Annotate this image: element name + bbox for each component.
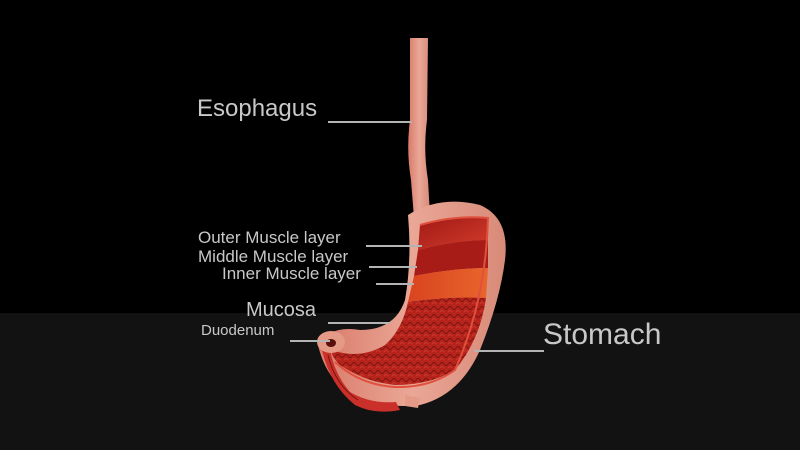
duodenum-opening [317,331,345,353]
leader-stomach [474,350,544,352]
leader-duodenum [290,340,330,342]
label-stomach: Stomach [543,318,662,351]
cutaway-layers [331,216,490,389]
background-upper [0,0,800,313]
label-inner-muscle: Inner Muscle layer [222,264,361,283]
leader-inner-muscle [376,283,414,285]
leader-esophagus [328,121,412,123]
leader-middle-muscle [369,266,417,268]
label-outer-muscle: Outer Muscle layer [198,228,341,247]
label-duodenum: Duodenum [201,322,275,339]
leader-mucosa [328,322,390,324]
label-mucosa: Mucosa [246,299,317,321]
esophagus [408,38,430,218]
label-esophagus: Esophagus [197,95,318,122]
leader-outer-muscle [366,245,422,247]
label-middle-muscle: Middle Muscle layer [198,247,349,266]
